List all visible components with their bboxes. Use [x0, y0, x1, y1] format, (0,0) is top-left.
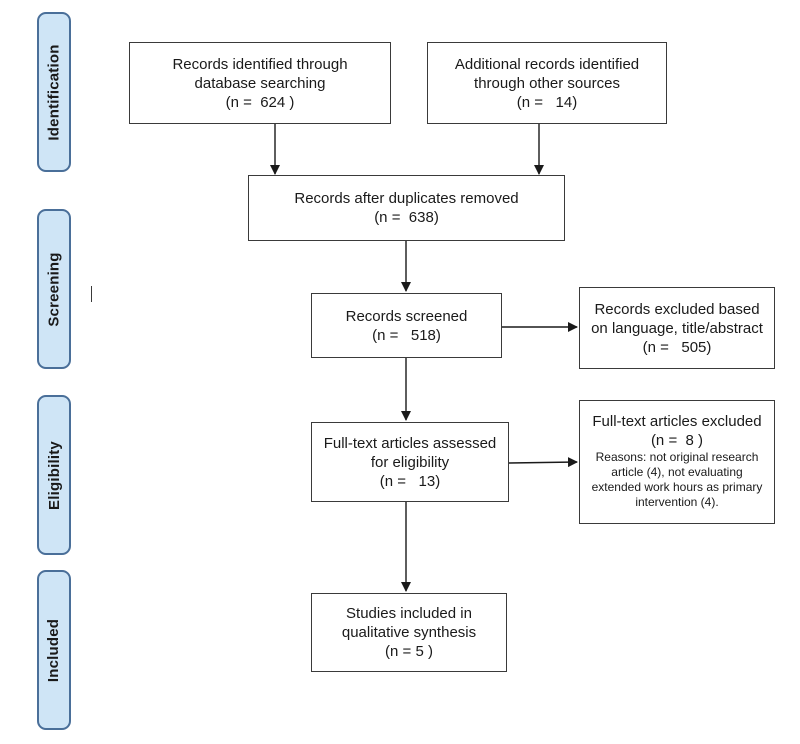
fulltext-excluded-reasons3: extended work hours as primary [591, 480, 763, 494]
other-count: (n = 14) [516, 93, 578, 111]
phase-screening: Screening [37, 209, 71, 369]
screened-line1: Records screened [345, 307, 468, 325]
excluded-count: (n = 505) [642, 338, 712, 356]
box-fulltext-assessed: Full-text articles assessed for eligibil… [311, 422, 509, 502]
duplicates-line1: Records after duplicates removed [294, 190, 519, 207]
box-fulltext-excluded: Full-text articles excluded (n = 8 ) Rea… [579, 400, 775, 524]
phase-included: Included [37, 570, 71, 730]
phase-eligibility-label: Eligibility [45, 440, 63, 510]
assessed-line2: for eligibility [370, 453, 450, 471]
database-line1: Records identified through [172, 55, 348, 73]
box-database-records: Records identified through database sear… [129, 42, 391, 124]
included-count: (n = 5 ) [385, 643, 433, 660]
included-line2: qualitative synthesis [341, 624, 477, 641]
phase-identification-label: Identification [45, 43, 63, 141]
excluded-line2: on language, title/abstract [591, 319, 763, 337]
phase-identification: Identification [37, 12, 71, 172]
database-count: (n = 624 ) [225, 93, 295, 111]
box-other-sources: Additional records identified through ot… [427, 42, 667, 124]
stray-mark [91, 286, 93, 302]
screened-count: (n = 518) [372, 326, 441, 344]
other-line1: Additional records identified [454, 55, 640, 73]
database-line2: database searching [194, 74, 326, 92]
phase-eligibility: Eligibility [37, 395, 71, 555]
box-duplicates-removed: Records after duplicates removed (n = 63… [248, 175, 565, 241]
other-line2: through other sources [474, 74, 620, 92]
assessed-count: (n = 13) [379, 472, 441, 490]
fulltext-excluded-reasons2: article (4), not evaluating [611, 465, 743, 479]
excluded-line1: Records excluded based [594, 300, 760, 318]
fulltext-excluded-reasons4: intervention (4). [635, 495, 719, 509]
box-records-screened: Records screened (n = 518) [311, 293, 502, 358]
fulltext-excluded-count: (n = 8 ) [650, 432, 704, 449]
fulltext-excluded-line1: Full-text articles excluded [592, 413, 762, 430]
assessed-line1: Full-text articles assessed [323, 434, 497, 452]
included-line1: Studies included in [346, 605, 472, 622]
arrow-assessed-to-excluded [508, 457, 578, 468]
phase-included-label: Included [45, 618, 63, 682]
phase-screening-label: Screening [45, 251, 63, 327]
box-studies-included: Studies included in qualitative synthesi… [311, 593, 507, 672]
box-records-excluded: Records excluded based on language, titl… [579, 287, 775, 369]
duplicates-count: (n = 638) [374, 209, 439, 226]
fulltext-excluded-reasons1: Reasons: not original research [595, 450, 759, 464]
